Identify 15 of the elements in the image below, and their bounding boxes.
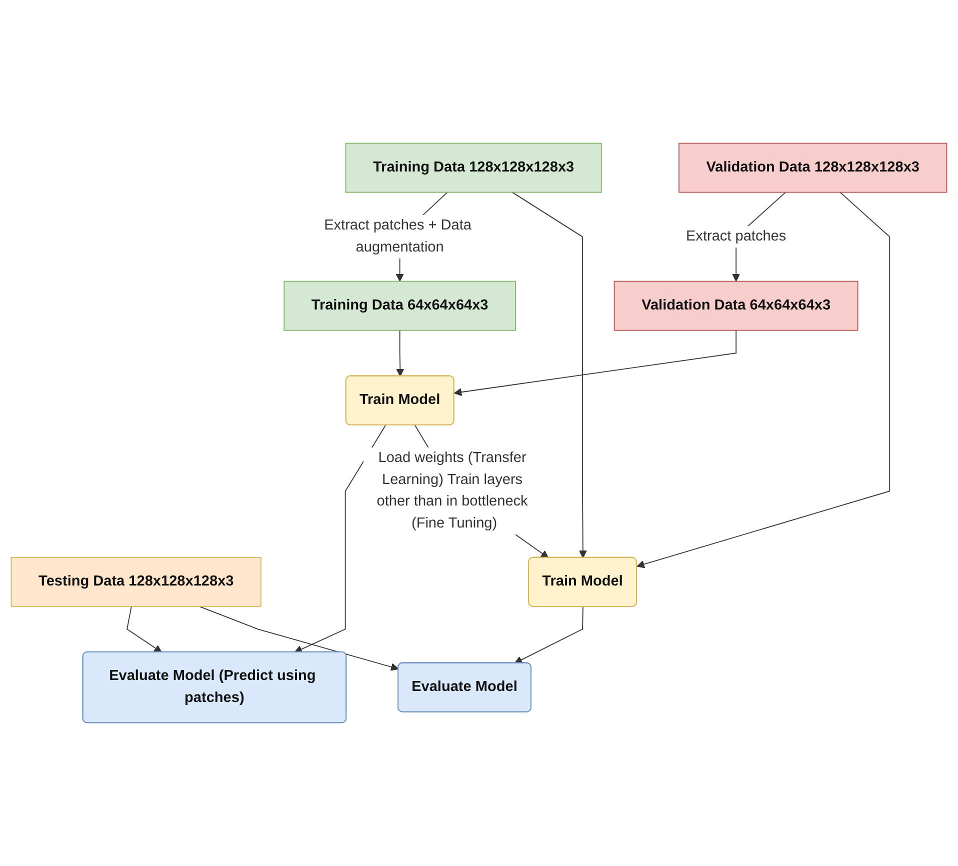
node-box: Training Data 128x128x128x3 bbox=[345, 142, 602, 193]
node-box: Training Data 64x64x64x3 bbox=[284, 280, 516, 331]
edge-label: Extract patches bbox=[686, 228, 786, 244]
arrow bbox=[126, 606, 162, 653]
arrow bbox=[514, 606, 584, 664]
arrow bbox=[198, 606, 399, 671]
edge-label: Load weights (Transfer Learning) Train layers other than in bottleneck (Fine Tuning) bbox=[376, 450, 528, 532]
arrow bbox=[454, 330, 737, 396]
arrow bbox=[294, 424, 386, 653]
node-box: Validation Data 128x128x128x3 bbox=[678, 142, 948, 193]
node-box: Validation Data 64x64x64x3 bbox=[614, 280, 858, 331]
node-box: Testing Data 128x128x128x3 bbox=[10, 556, 262, 607]
arrow bbox=[396, 330, 404, 377]
arrow bbox=[512, 192, 587, 558]
edge-label: Extract patches + Data augmentation bbox=[324, 218, 472, 255]
